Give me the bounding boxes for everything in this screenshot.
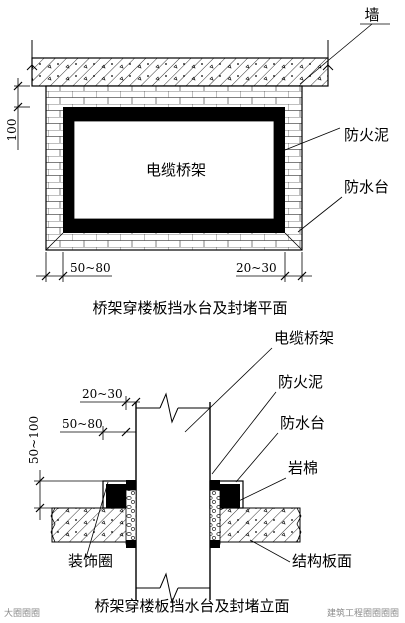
watermark-left: 大圈圈圈 [4,609,41,619]
elevation-fire-mud [126,480,220,548]
svg-text:100: 100 [5,119,19,142]
wall-label: 墙 [364,6,379,24]
watermark-right: 建筑工程圈圈圈圈 [326,609,399,619]
plan-cable-tray [73,120,275,220]
plan-water-curb-label: 防水台 [344,178,389,196]
elevation-caption: 桥架穿楼板挡水台及封堵立面 [94,597,289,615]
elevation-dim-vertical: 50~100 [27,416,103,520]
elevation-slab [50,507,302,543]
svg-text:50~80: 50~80 [62,417,103,431]
elevation-view: 电缆桥架 防火泥 防水台 岩棉 装饰圈 结构板面 20~30 50~80 [27,329,352,615]
elevation-tray-label: 电缆桥架 [274,329,334,347]
svg-text:20~30: 20~30 [82,387,123,401]
plan-tray-label: 电缆桥架 [146,161,206,179]
elevation-rock-wool [125,489,221,545]
plan-dim-left: 50~80 [70,261,111,275]
plan-fire-mud-leader [284,127,341,151]
plan-water-curb-leader [297,196,343,233]
plan-caption: 桥架穿楼板挡水台及封堵平面 [92,299,287,317]
wall-leader [299,23,373,85]
elevation-fire-mud-label: 防火泥 [278,373,323,391]
plan-view: 电缆桥架 墙 防火泥 防水台 100 [5,6,390,317]
elevation-rock-wool-label: 岩棉 [288,459,318,477]
plan-dim-bottom: 50~80 20~30 [36,252,312,282]
elevation-water-curb-label: 防水台 [280,414,325,432]
elevation-cable-tray [135,392,211,604]
wall-section [26,40,334,87]
elevation-trim-ring-label: 装饰圈 [68,552,113,570]
elevation-water-curb [102,480,244,509]
elevation-dim-top: 20~30 [80,387,141,410]
svg-text:50~100: 50~100 [27,416,41,464]
elevation-slab-surface-label: 结构板面 [292,552,352,570]
plan-dim-right: 20~30 [236,261,277,275]
elevation-dim-mid: 50~80 [60,417,136,440]
plan-dim-height: 100 [5,78,30,150]
plan-fire-mud-label: 防火泥 [344,126,389,144]
